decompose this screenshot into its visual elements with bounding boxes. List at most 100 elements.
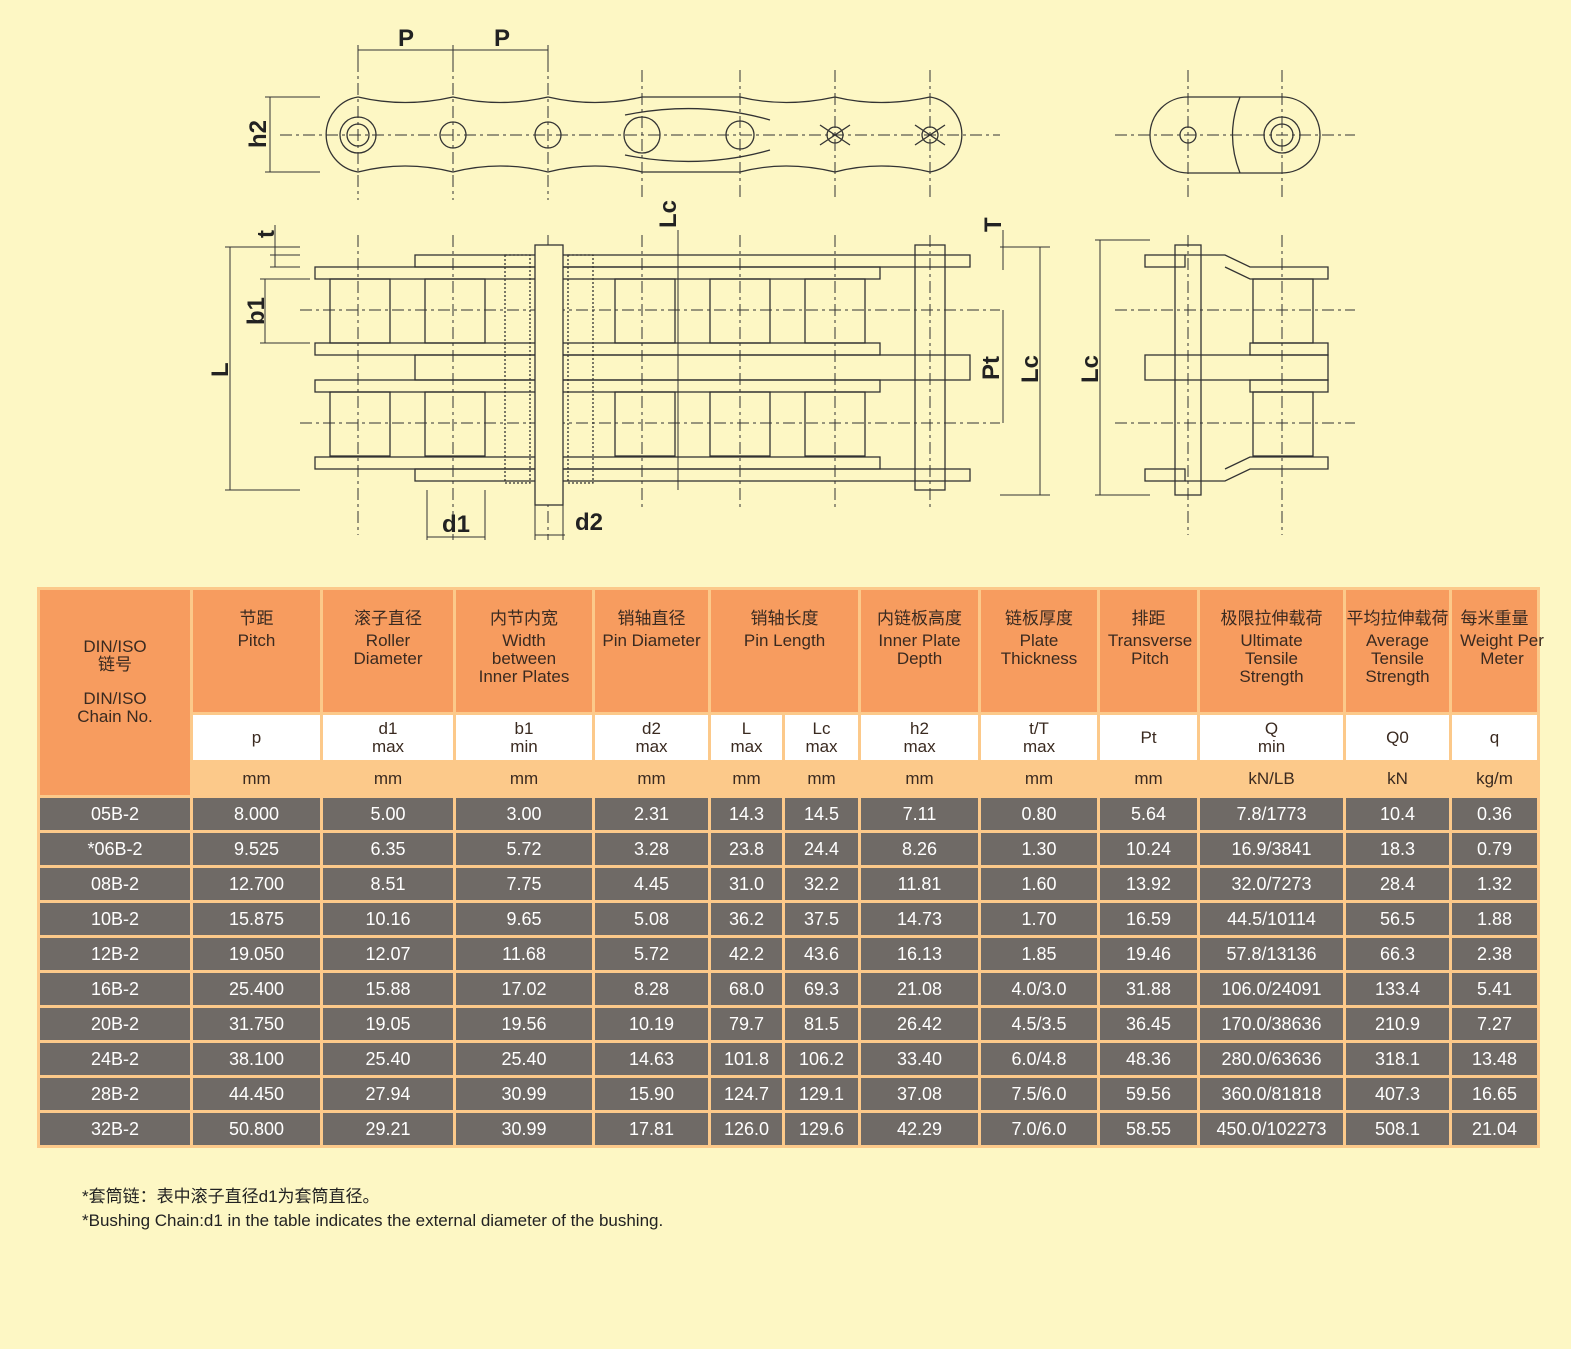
value-cell: 16.13 — [861, 938, 979, 970]
value-cell: 19.05 — [323, 1008, 453, 1040]
value-cell: 10.19 — [595, 1008, 708, 1040]
value-cell: 10.24 — [1100, 833, 1198, 865]
dim-label-Lc-mid: Lc — [1017, 355, 1044, 383]
value-cell: 5.41 — [1452, 973, 1538, 1005]
unit-cell: mm — [861, 763, 979, 795]
unit-cell: mm — [711, 763, 782, 795]
value-cell: 7.11 — [861, 798, 979, 830]
value-cell: 15.90 — [595, 1078, 708, 1110]
symbol-cell: q — [1452, 715, 1538, 760]
value-cell: 7.5/6.0 — [981, 1078, 1098, 1110]
dim-label-pitch-2: P — [494, 25, 510, 52]
value-cell: 14.73 — [861, 903, 979, 935]
symbol-cell: Q0 — [1346, 715, 1450, 760]
value-cell: 9.525 — [193, 833, 320, 865]
symbol-text: p — [251, 727, 262, 747]
value-cell: 18.3 — [1346, 833, 1450, 865]
value-cell: 5.72 — [456, 833, 592, 865]
note-chinese: *套筒链：表中滚子直径d1为套筒直径。 — [82, 1187, 380, 1206]
value-cell: 508.1 — [1346, 1113, 1450, 1145]
value-cell: 81.5 — [785, 1008, 859, 1040]
header-zh: 排距 — [1131, 609, 1166, 628]
value-cell: 42.29 — [861, 1113, 979, 1145]
value-cell: 16.9/3841 — [1200, 833, 1344, 865]
header-zh: 销轴直径 — [617, 609, 686, 628]
header-zh: 链板厚度 — [1005, 609, 1074, 628]
header-en: Pin Diameter — [602, 631, 701, 650]
value-cell: 1.60 — [981, 868, 1098, 900]
symbol-text: h2 max — [903, 718, 936, 756]
note-english: *Bushing Chain:d1 in the table indicates… — [82, 1211, 664, 1230]
value-cell: 25.400 — [193, 973, 320, 1005]
symbol-cell: L max — [711, 715, 782, 760]
unit-cell: mm — [1100, 763, 1198, 795]
value-cell: 8.51 — [323, 868, 453, 900]
value-cell: 43.6 — [785, 938, 859, 970]
header-width-between-inner-plates: 内节内宽 Width between Inner Plates — [456, 590, 592, 712]
header-en: Ultimate Tensile Strength — [1239, 631, 1304, 686]
unit-cell: mm — [785, 763, 859, 795]
value-cell: 5.08 — [595, 903, 708, 935]
value-cell: 14.5 — [785, 798, 859, 830]
value-cell: 3.28 — [595, 833, 708, 865]
value-cell: 66.3 — [1346, 938, 1450, 970]
value-cell: 6.35 — [323, 833, 453, 865]
value-cell: 13.92 — [1100, 868, 1198, 900]
value-cell: 32.2 — [785, 868, 859, 900]
header-zh: 滚子直径 — [354, 609, 422, 628]
value-cell: 48.36 — [1100, 1043, 1198, 1075]
unit-cell: mm — [456, 763, 592, 795]
value-cell: 11.81 — [861, 868, 979, 900]
value-cell: 1.70 — [981, 903, 1098, 935]
value-cell: 133.4 — [1346, 973, 1450, 1005]
header-zh: 内节内宽 — [490, 609, 558, 628]
value-cell: 25.40 — [456, 1043, 592, 1075]
dim-label-Lc-side: Lc — [1077, 355, 1104, 383]
value-cell: 124.7 — [711, 1078, 782, 1110]
value-cell: 15.875 — [193, 903, 320, 935]
value-cell: 129.6 — [785, 1113, 859, 1145]
chain-no-cell: 32B-2 — [40, 1113, 190, 1145]
value-cell: 1.85 — [981, 938, 1098, 970]
value-cell: 44.5/10114 — [1200, 903, 1344, 935]
header-en: Weight Per Meter — [1460, 631, 1544, 668]
value-cell: 2.38 — [1452, 938, 1538, 970]
value-cell: 0.79 — [1452, 833, 1538, 865]
dim-label-d2: d2 — [575, 509, 603, 536]
value-cell: 4.0/3.0 — [981, 973, 1098, 1005]
symbol-text: L max — [730, 718, 763, 756]
chain-no-cell: 24B-2 — [40, 1043, 190, 1075]
header-en: Width between Inner Plates — [478, 631, 570, 686]
value-cell: 31.750 — [193, 1008, 320, 1040]
dim-label-h2: h2 — [245, 120, 272, 148]
value-cell: 7.0/6.0 — [981, 1113, 1098, 1145]
value-cell: 25.40 — [323, 1043, 453, 1075]
value-cell: 19.56 — [456, 1008, 592, 1040]
header-zh: 平均拉伸载荷 — [1346, 609, 1449, 628]
value-cell: 21.04 — [1452, 1113, 1538, 1145]
header-en: Pitch — [237, 631, 276, 650]
value-cell: 280.0/63636 — [1200, 1043, 1344, 1075]
dim-label-b1: b1 — [243, 297, 270, 325]
value-cell: 4.45 — [595, 868, 708, 900]
value-cell: 68.0 — [711, 973, 782, 1005]
value-cell: 23.8 — [711, 833, 782, 865]
header-en: Inner Plate Depth — [878, 631, 961, 668]
value-cell: 29.21 — [323, 1113, 453, 1145]
value-cell: 0.36 — [1452, 798, 1538, 830]
value-cell: 7.8/1773 — [1200, 798, 1344, 830]
dim-label-L: L — [207, 362, 234, 377]
unit-cell: mm — [595, 763, 708, 795]
value-cell: 37.08 — [861, 1078, 979, 1110]
value-cell: 15.88 — [323, 973, 453, 1005]
value-cell: 12.07 — [323, 938, 453, 970]
